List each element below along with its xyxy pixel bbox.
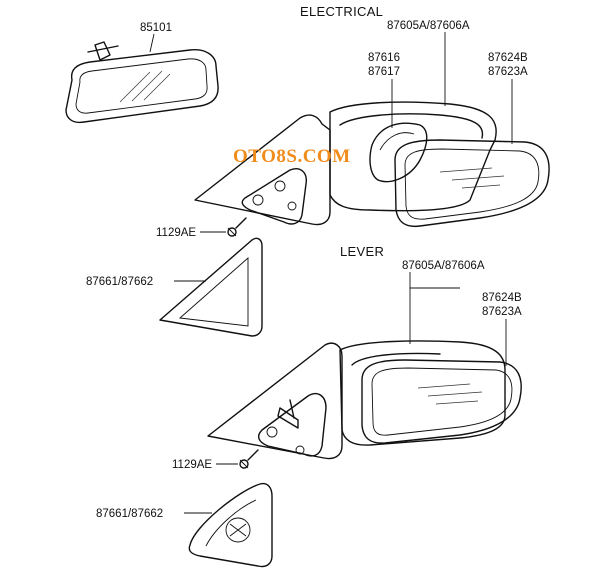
label-elec-cover-b: 87623A xyxy=(488,66,528,78)
header-electrical: ELECTRICAL xyxy=(300,4,383,19)
watermark-text: OTO8S.COM xyxy=(233,146,351,167)
lever-garnish xyxy=(188,482,273,568)
lever-mirror-glass xyxy=(361,359,522,444)
lever-screw xyxy=(239,449,259,469)
electrical-mirror-glass xyxy=(394,139,550,228)
label-lever-garnish: 87661/87662 xyxy=(96,508,163,520)
label-elec-screw: 1129AE xyxy=(156,227,196,239)
label-elec-assy: 87605A/87606A xyxy=(387,20,470,32)
label-elec-garnish: 87661/87662 xyxy=(86,276,153,288)
label-lever-cover-b: 87623A xyxy=(482,306,522,318)
label-lever-assy: 87605A/87606A xyxy=(402,260,485,272)
lever-mirror-housing xyxy=(339,340,506,446)
label-lever-cover-a: 87624B xyxy=(482,292,522,304)
electrical-mirror-housing xyxy=(329,101,497,212)
label-elec-glass-a: 87616 xyxy=(368,52,400,64)
label-elec-cover-a: 87624B xyxy=(488,52,528,64)
header-lever: LEVER xyxy=(340,244,384,259)
label-lever-screw: 1129AE xyxy=(172,459,212,471)
electrical-screw xyxy=(227,217,247,237)
label-inner-mirror: 85101 xyxy=(140,22,172,34)
electrical-mirror-base-triangle xyxy=(194,114,331,226)
lever-mirror-base-triangle xyxy=(207,342,343,460)
electrical-garnish xyxy=(159,237,263,337)
label-elec-glass-b: 87617 xyxy=(368,66,400,78)
inside-rearview-mirror xyxy=(65,41,219,124)
